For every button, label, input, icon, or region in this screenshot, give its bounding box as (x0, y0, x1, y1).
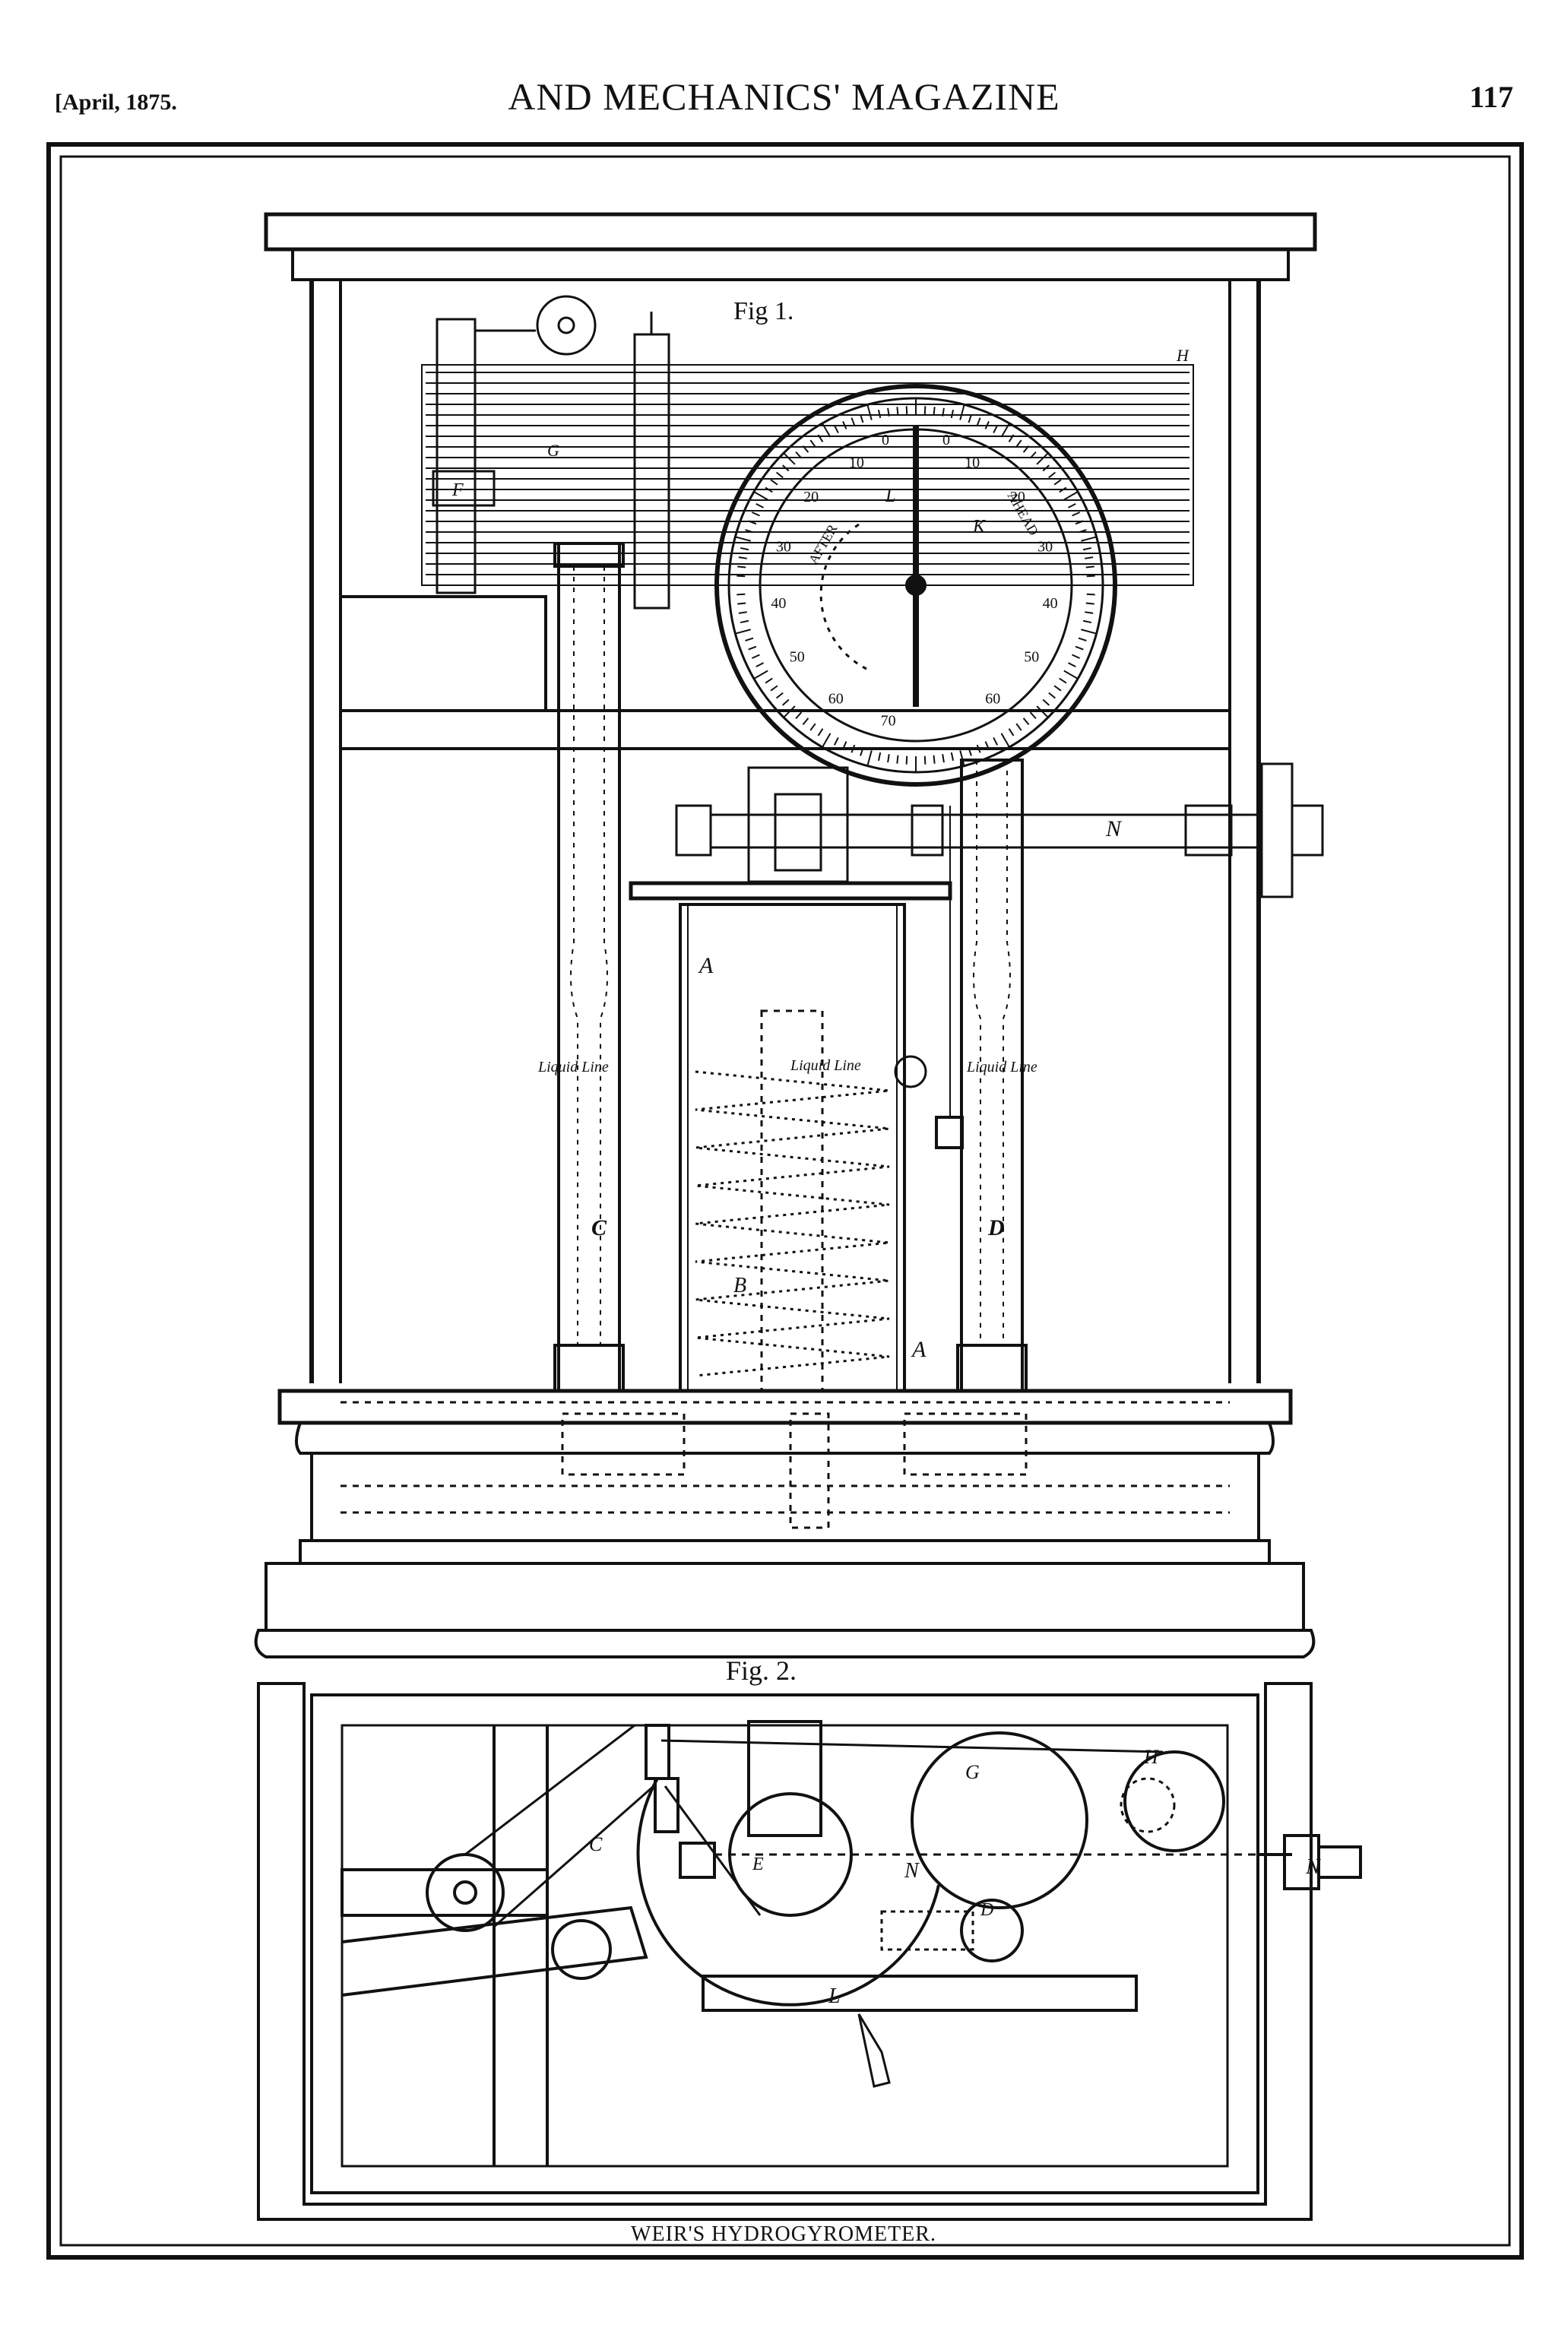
page-number: 117 (1469, 80, 1513, 114)
dial-number-right: 20 (1010, 489, 1025, 505)
label-b: B (733, 1274, 746, 1297)
label-e-fig2: E (752, 1855, 764, 1874)
label-l-fig1: L (885, 486, 895, 506)
fig1-hatched-drum (421, 364, 1194, 586)
label-g-fig1: G (547, 441, 559, 460)
dial-zero-left: 0 (882, 432, 889, 448)
label-a-bottom: A (911, 1337, 927, 1362)
dial-number-right: 10 (965, 455, 980, 471)
label-g-fig2: G (965, 1761, 980, 1783)
fig2-plan (257, 1682, 1362, 2221)
dial-number-right: 40 (1043, 595, 1058, 612)
label-n-fig2-center: N (904, 1859, 920, 1883)
dial-number-right: 50 (1024, 649, 1039, 666)
fig1-columns (553, 542, 1028, 1392)
liquid-line-center: Liquid Line (790, 1057, 861, 1074)
plate-inner-border (59, 155, 1511, 2247)
dial-number-left: 30 (776, 538, 791, 555)
plate-outer-border (46, 142, 1524, 2260)
fig1-left-gauge (432, 295, 670, 610)
dial-number-right: 60 (985, 690, 1000, 707)
dial-number-left: 70 (881, 713, 896, 730)
label-l-fig2: L (828, 1984, 841, 2008)
liquid-line-left: Liquid Line (537, 1059, 609, 1075)
fig2-label: Fig. 2. (726, 1655, 797, 1686)
label-d-fig2: D (980, 1900, 993, 1920)
label-f: F (451, 480, 464, 500)
figure-caption: WEIR'S HYDROGYROMETER. (631, 2222, 936, 2246)
label-a-top: A (698, 953, 714, 978)
fig1-worm-gear (675, 762, 1324, 898)
dial-zero-right: 0 (942, 432, 950, 448)
liquid-line-right: Liquid Line (966, 1059, 1037, 1075)
dial-number-left: 60 (828, 690, 844, 707)
fig1-label: Fig 1. (733, 297, 794, 325)
fig1-cylinder-a (629, 806, 964, 1392)
dial-number-right: 30 (1037, 538, 1053, 555)
running-title: AND MECHANICS' MAGAZINE (508, 75, 1060, 118)
dial-number-left: 10 (849, 455, 864, 471)
dial-after: AFTER (806, 521, 841, 566)
dial-number-left: 20 (803, 489, 819, 505)
fig1-cabinet (254, 212, 1317, 1658)
label-d: D (987, 1215, 1005, 1240)
label-c-fig2: C (589, 1833, 603, 1855)
label-n-fig2-right: N (1305, 1855, 1321, 1879)
label-k: K (972, 517, 987, 537)
label-n-fig1: N (1105, 816, 1123, 841)
fig1-dial (714, 384, 1117, 787)
dial-number-left: 40 (771, 595, 786, 612)
label-h-fig2: H (1143, 1746, 1159, 1768)
label-h-fig1: H (1176, 346, 1189, 365)
running-date: [April, 1875. (55, 90, 177, 115)
dial-number-left: 50 (790, 649, 805, 666)
label-c: C (591, 1215, 607, 1240)
